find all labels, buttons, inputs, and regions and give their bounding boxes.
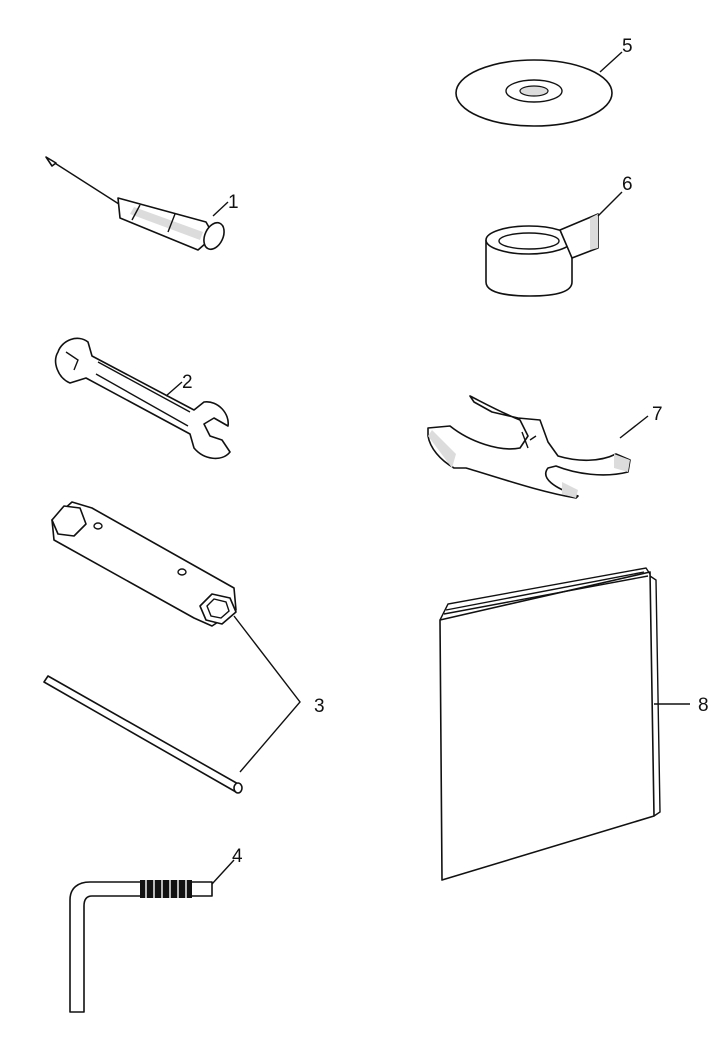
callout-2: 2 — [182, 372, 193, 393]
callout-6: 6 — [622, 174, 633, 195]
screwdriver-part — [45, 156, 225, 251]
manual-part — [439, 567, 661, 881]
strap-part — [485, 213, 599, 297]
callout-8: 8 — [698, 695, 709, 716]
leader-line-2 — [165, 381, 183, 397]
rod-part — [43, 675, 243, 794]
callout-7: 7 — [652, 404, 663, 425]
spanner-part — [427, 395, 631, 499]
leader-line-5 — [599, 51, 623, 73]
leader-line-7 — [619, 415, 649, 439]
socket-wrench-part — [51, 501, 237, 627]
wrench-part — [54, 337, 231, 460]
leader-line-1 — [212, 201, 229, 217]
leader-line-6 — [597, 191, 623, 217]
disc-part — [455, 59, 613, 127]
callout-3: 3 — [314, 696, 325, 717]
callout-4: 4 — [232, 846, 243, 867]
callout-5: 5 — [622, 36, 633, 57]
leader-line-3 — [233, 615, 301, 773]
leader-line-4 — [211, 859, 235, 885]
callout-1: 1 — [228, 192, 239, 213]
hex-key-part — [69, 880, 213, 1013]
